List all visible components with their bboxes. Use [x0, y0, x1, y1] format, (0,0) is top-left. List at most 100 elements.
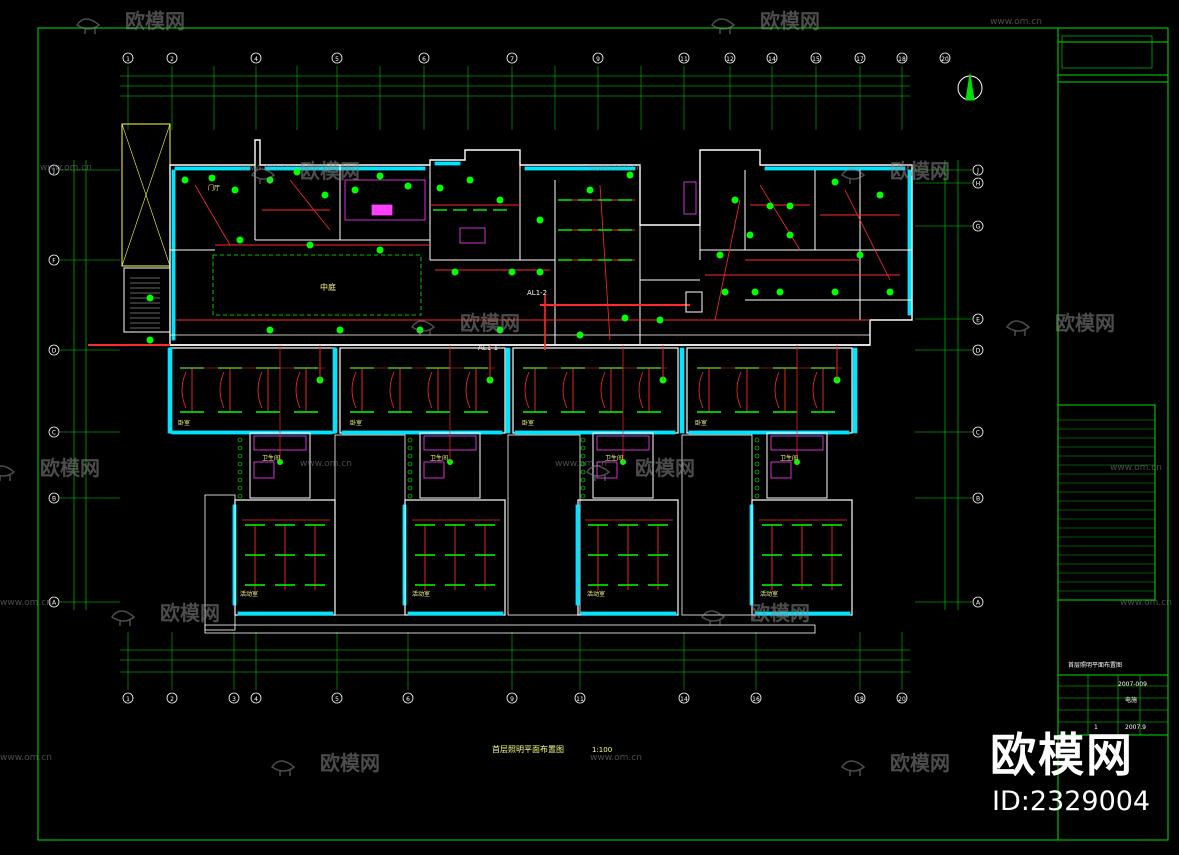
window [237, 611, 334, 616]
watermark-logo-icon [840, 760, 866, 776]
ceiling-light [786, 202, 794, 210]
stair-well [123, 267, 171, 333]
plant-symbol [237, 477, 243, 483]
title-block-border [1057, 27, 1169, 841]
axis-bubble-top [766, 52, 778, 64]
window [407, 611, 504, 616]
axis-label-bottom: 20 [898, 696, 906, 703]
axis-label-left: J [52, 168, 55, 175]
axis-bubble-right [972, 596, 984, 608]
room-label-wc-4: 卫生间 [780, 454, 798, 462]
watermark-logo-icon [250, 168, 276, 184]
south-terrace-wall [204, 624, 816, 634]
axis-bubble-top [250, 52, 262, 64]
ceiling-light [376, 246, 384, 254]
axis-bubble-top [678, 52, 690, 64]
axis-label-top: 4 [254, 56, 258, 63]
axis-bubble-top [506, 52, 518, 64]
plant-symbol [580, 493, 586, 499]
watermark-text: 欧模网 [750, 601, 810, 625]
axis-label-bottom: 11 [576, 696, 584, 703]
plant-symbol [237, 437, 243, 443]
axis-label-top: 15 [812, 56, 820, 63]
room-label-wc-3: 卫生间 [605, 454, 623, 462]
plant-symbol [407, 477, 413, 483]
fixture-block [459, 227, 486, 244]
plant-symbol [754, 469, 760, 475]
bedroom-wall [686, 347, 853, 434]
bathroom-fixtures [423, 461, 445, 479]
ceiling-light [306, 241, 314, 249]
stair-diagonal [121, 123, 171, 267]
room-label-bedroom-2: 卧室 [350, 419, 362, 427]
watermark-site: www.om.cn [40, 163, 92, 173]
axis-label-right: D [976, 348, 981, 355]
plant-symbol [237, 461, 243, 467]
circuit-arc [181, 371, 187, 409]
axis-label-top: 5 [335, 56, 339, 63]
watermark-site: www.om.cn [0, 598, 52, 608]
plant-symbol [754, 461, 760, 467]
ceiling-light [181, 176, 189, 184]
watermark-text: 欧模网 [460, 311, 520, 335]
watermark-logo-icon [0, 465, 16, 481]
north-arrow-icon [965, 73, 975, 101]
ceiling-light [451, 268, 459, 276]
ceiling-light [576, 331, 584, 339]
axis-label-top: 18 [898, 56, 906, 63]
axis-label-top: 20 [941, 56, 949, 63]
window [764, 166, 906, 171]
axis-bubble-right [972, 344, 984, 356]
title-block: 首层照明平面布置图 2007-009 电施 1 2007.9 [1068, 661, 1147, 731]
title-block-sheet: 1 [1094, 724, 1098, 731]
axis-bubble-top [331, 52, 343, 64]
plant-symbol [580, 453, 586, 459]
floor-plan [88, 123, 913, 634]
watermark-logo-icon [270, 760, 296, 776]
window [754, 611, 851, 616]
window [524, 166, 636, 171]
plant-symbol [407, 485, 413, 491]
plant-symbol [237, 445, 243, 451]
axis-label-right: C [976, 430, 980, 437]
drawing-scale: 1:100 [592, 746, 612, 754]
room-label-activity-1: 活动室 [240, 590, 258, 598]
axis-label-bottom: 16 [752, 696, 760, 703]
ceiling-light [856, 251, 864, 259]
axis-label-left: B [52, 496, 56, 503]
ceiling-light [231, 186, 239, 194]
ceiling-light [436, 184, 444, 192]
plant-symbol [580, 469, 586, 475]
ceiling-light [721, 288, 729, 296]
watermark-logo-icon [585, 465, 611, 481]
room-label-bedroom-1: 卧室 [178, 419, 190, 427]
ceiling-light [876, 191, 884, 199]
revision-table [1061, 35, 1153, 69]
axis-bubble-left [48, 254, 60, 266]
axis-label-bottom: 3 [232, 696, 236, 703]
axis-label-top: 11 [680, 56, 688, 63]
axis-label-bottom: 14 [680, 696, 688, 703]
watermark-site: www.om.cn [1110, 463, 1162, 473]
axis-bubble-top [122, 52, 134, 64]
axis-bubble-left [48, 164, 60, 176]
lighting-circuit [844, 189, 891, 281]
lighting-circuit [759, 184, 801, 251]
ceiling-light [466, 176, 474, 184]
ceiling-light [146, 294, 154, 302]
ceiling-light [886, 288, 894, 296]
lighting-circuit [599, 184, 611, 341]
axis-label-bottom: 2 [170, 696, 174, 703]
title-block-drawing-no: 2007-009 [1118, 681, 1147, 688]
title-block-notes-box [1057, 404, 1156, 601]
window [402, 504, 407, 606]
axis-label-top: 12 [726, 56, 734, 63]
axis-bubble-bottom [678, 692, 690, 704]
room-label-lobby: 门厅 [208, 184, 220, 192]
watermark-text: 欧模网 [125, 9, 185, 33]
plant-symbol [407, 445, 413, 451]
axis-bubble-top [939, 52, 951, 64]
panel-label-al1-1: AL1-1 [478, 344, 498, 352]
axis-label-bottom: 6 [406, 696, 410, 703]
